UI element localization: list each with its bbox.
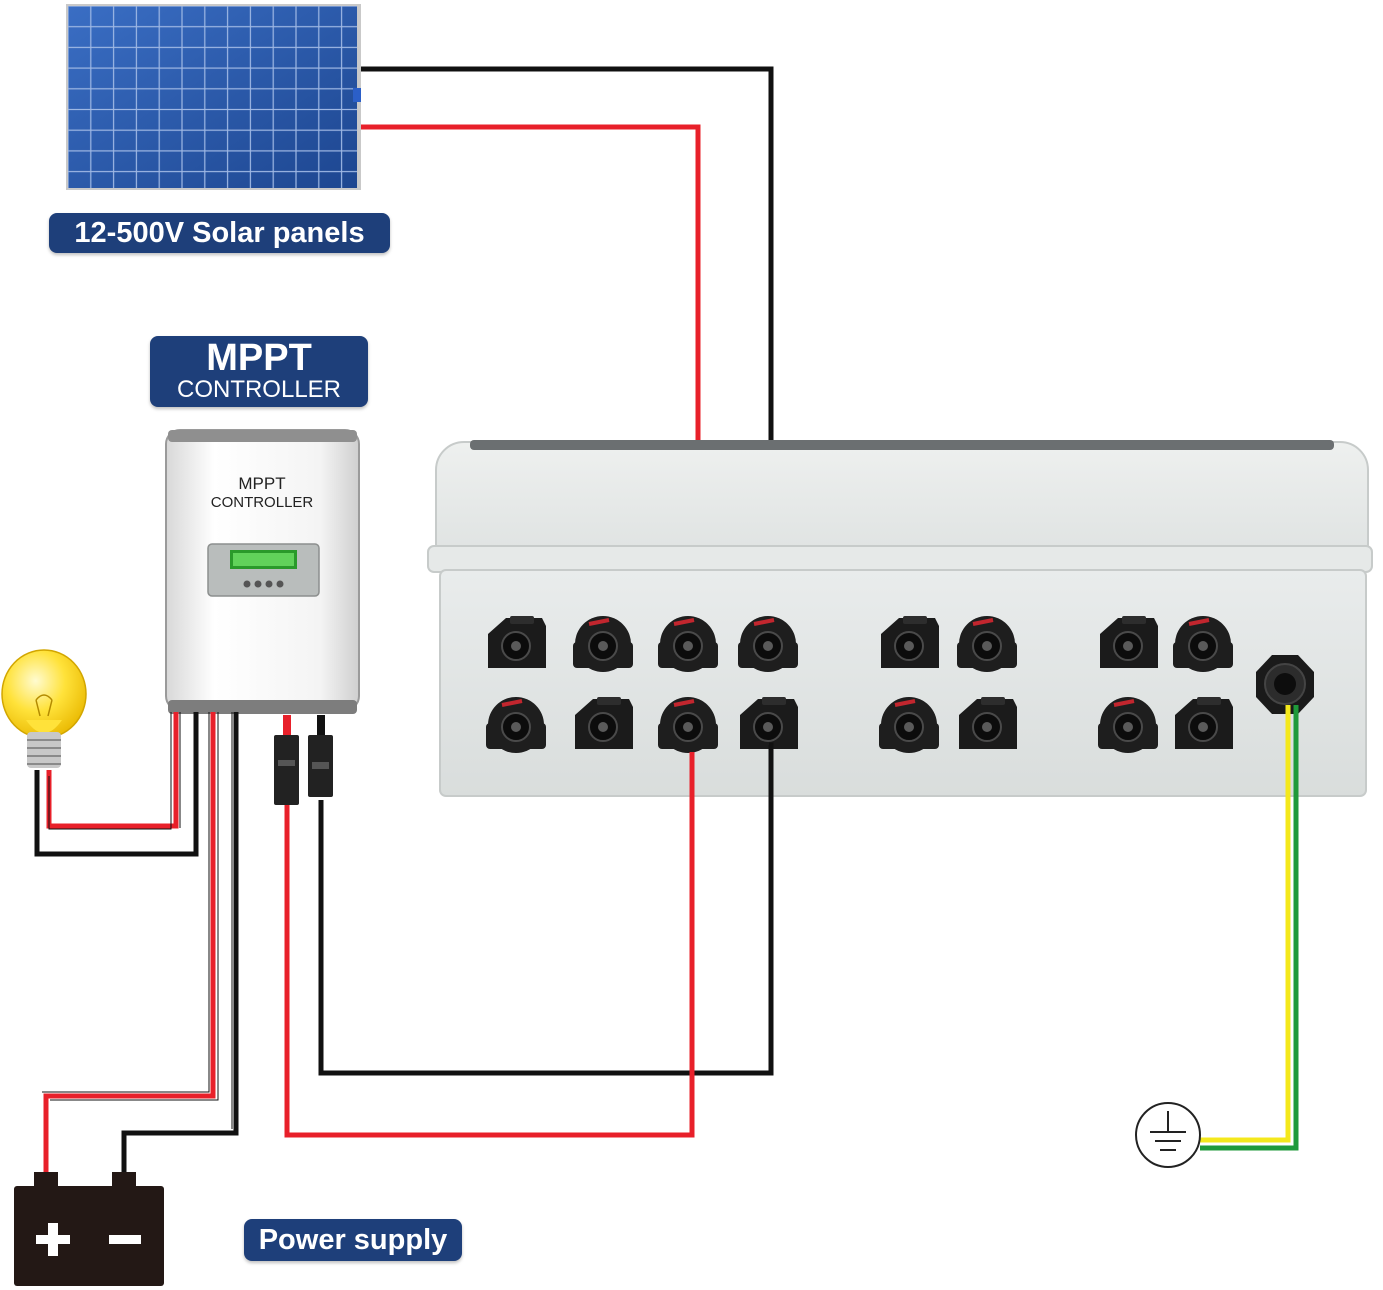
- mc4-connector-icon: [1173, 616, 1233, 672]
- output-negative-wire: [318, 742, 774, 1076]
- battery-wires: [42, 712, 239, 1175]
- mc4-connectors: [486, 616, 1233, 753]
- controller-face-subtitle: CONTROLLER: [210, 494, 314, 511]
- solar-panel-icon: [66, 4, 361, 190]
- mc4-connector-icon: [573, 616, 633, 672]
- mc4-connector-icon: [879, 697, 939, 753]
- mc4-connector-icon: [957, 616, 1017, 672]
- mc4-connector-icon: [575, 697, 633, 749]
- light-bulb-icon: [1, 649, 87, 768]
- cable-gland-icon: [1256, 655, 1314, 714]
- mppt-subtitle: CONTROLLER: [176, 376, 342, 403]
- mc4-connector-icon: [959, 697, 1017, 749]
- mc4-connector-icon: [881, 616, 939, 668]
- mc4-connector-icon: [1175, 697, 1233, 749]
- mc4-connector-icon: [740, 697, 798, 749]
- ground-symbol-icon: [1135, 1102, 1201, 1168]
- mppt-controller-icon: [165, 429, 360, 714]
- mc4-connector-icon: [738, 616, 798, 672]
- mc4-connector-icon: [1100, 616, 1158, 668]
- mc4-connector-icon: [658, 697, 718, 753]
- mc4-connector-icon: [658, 616, 718, 672]
- output-wires: [284, 742, 774, 1138]
- controller-pv-connectors: [274, 715, 333, 805]
- output-positive-wire: [284, 752, 695, 1138]
- mc4-connector-icon: [486, 697, 546, 753]
- ground-wire: [1200, 705, 1299, 1151]
- mc4-connector-icon: [1098, 697, 1158, 753]
- power-supply-label: Power supply: [244, 1219, 462, 1261]
- mppt-controller-label: MPPT CONTROLLER: [150, 336, 368, 407]
- load-wires: [34, 712, 199, 857]
- controller-face-title: MPPT: [238, 474, 286, 493]
- mppt-title: MPPT: [206, 337, 312, 379]
- mc4-connector-icon: [488, 616, 546, 668]
- solar-panels-label: 12-500V Solar panels: [49, 213, 390, 253]
- battery-icon: [14, 1172, 164, 1286]
